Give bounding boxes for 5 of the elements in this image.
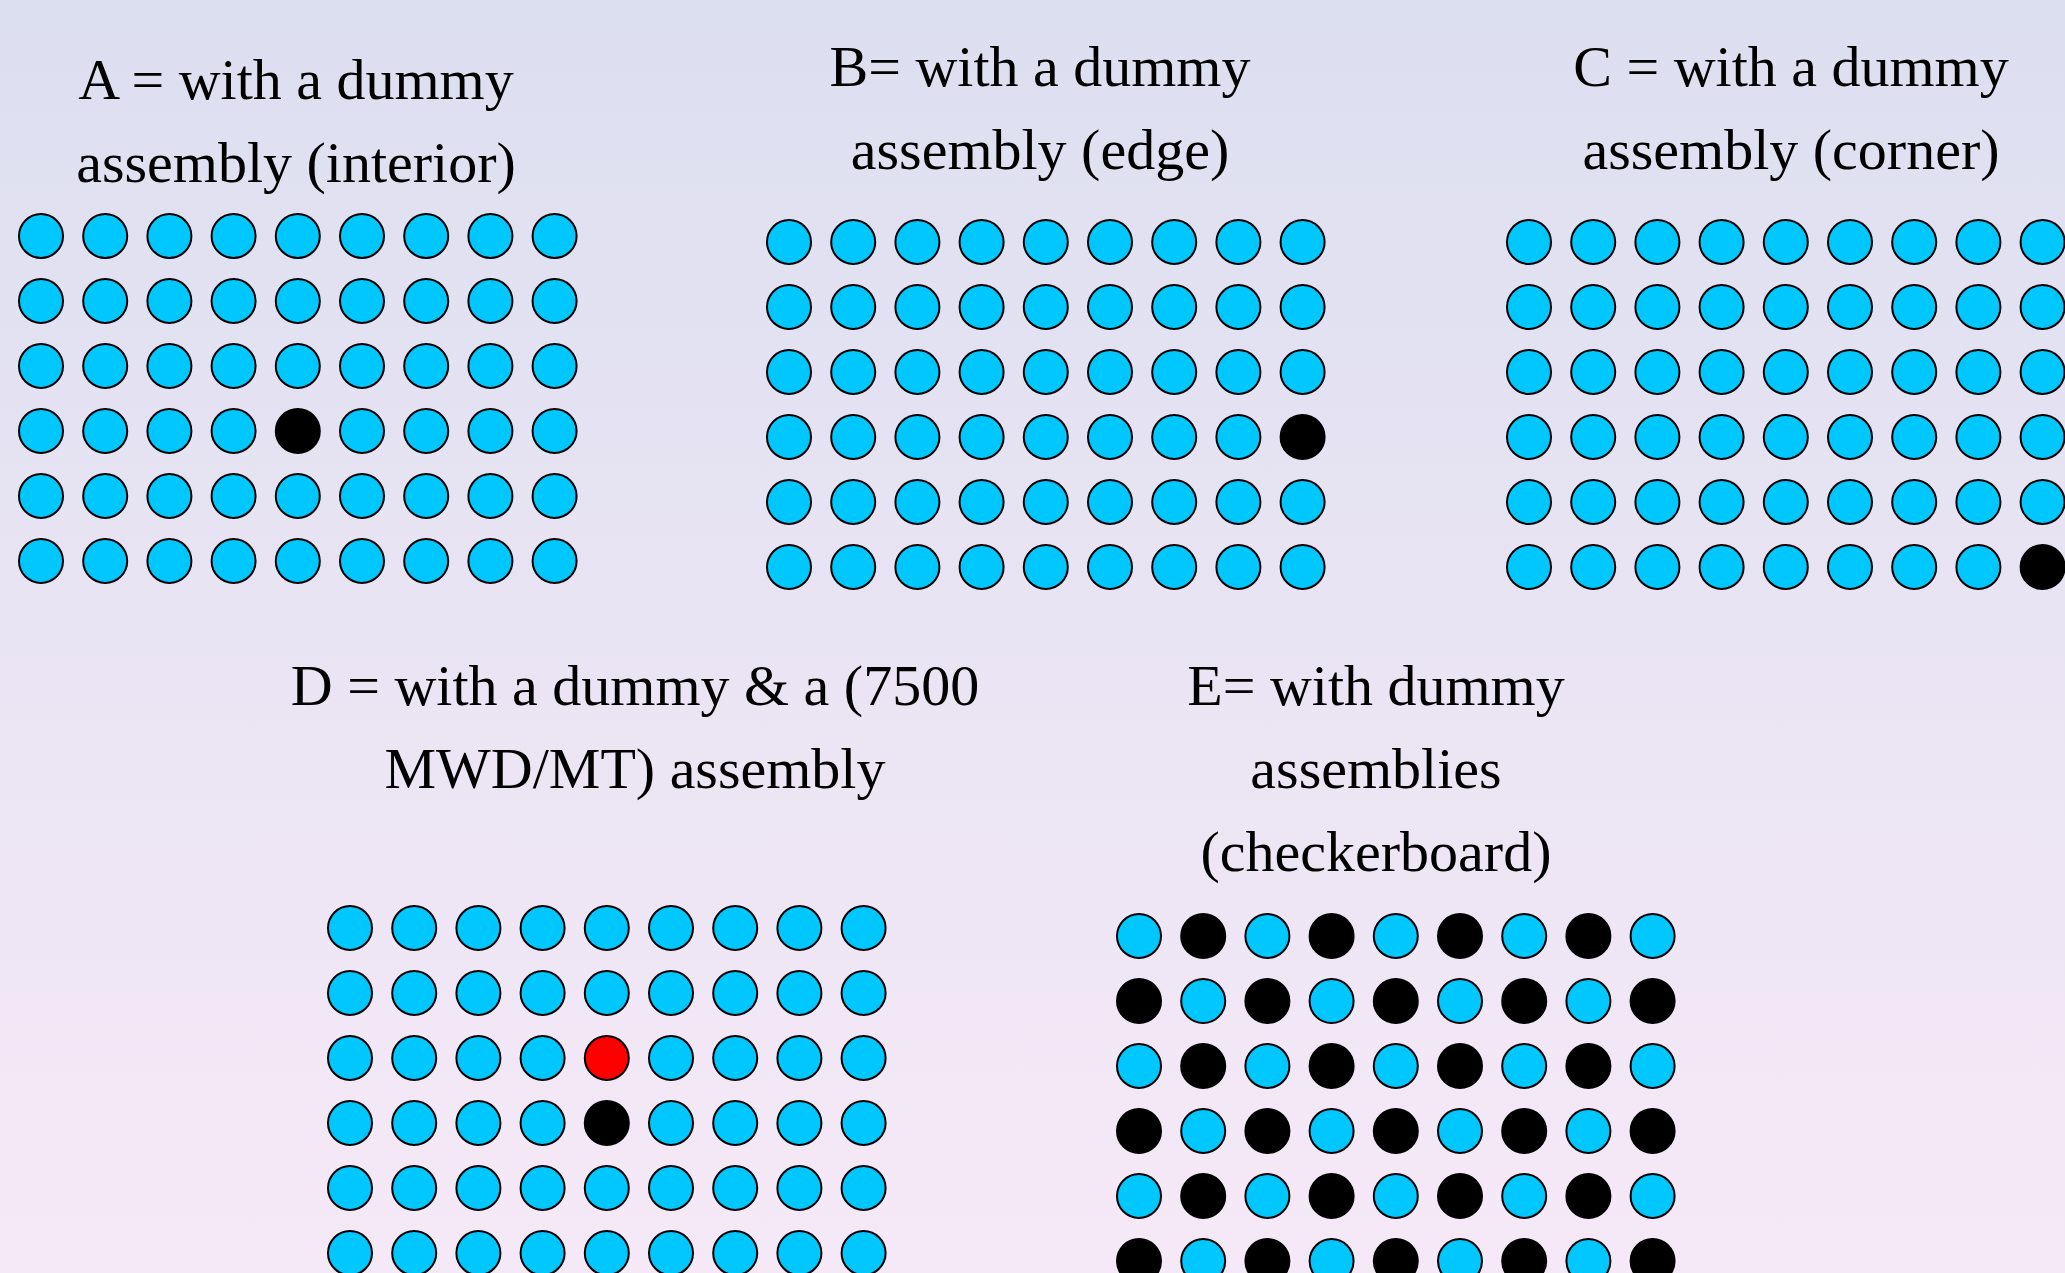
panel-heading: E= with dummy assemblies (checkerboard) [1186,652,1566,886]
panel-heading: D = with a dummy & a (7500 MWD/MT) assembly [289,652,981,803]
panel-heading: C = with a dummy assembly (corner) [1572,33,2010,184]
panel-heading: B= with a dummy assembly (edge) [828,33,1252,184]
panel-heading: A = with a dummy assembly (interior) [75,46,517,197]
